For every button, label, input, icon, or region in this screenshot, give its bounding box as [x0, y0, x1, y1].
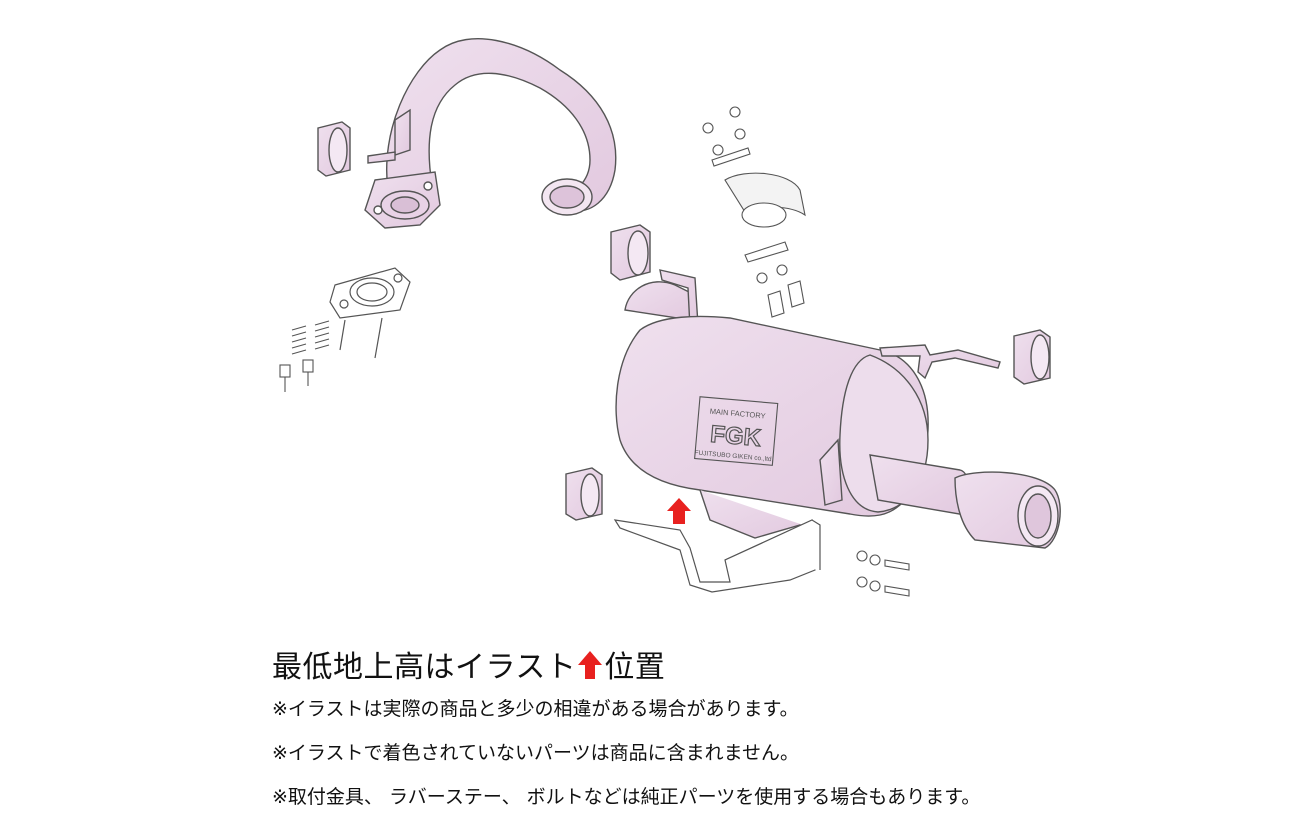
note-line-3: ※取付金具、 ラバーステー、 ボルトなどは純正パーツを使用する場合もあります。: [272, 786, 981, 808]
clamp-hardware: [702, 106, 806, 318]
rubber-hanger-1: [317, 121, 351, 177]
heading-prefix: 最低地上高はイラスト: [272, 650, 577, 685]
notes-section: 最低地上高はイラスト位置 ※イラストは実際の商品と多少の相違がある場合があります…: [272, 646, 1172, 816]
heading-suffix: 位置: [604, 650, 666, 685]
gasket: [329, 267, 411, 359]
note-line-1: ※イラストは実際の商品と多少の相違がある場合があります。: [272, 698, 799, 720]
logo-mark: FGK: [709, 421, 762, 452]
spring-bolts: [279, 320, 330, 392]
front-pipe: [364, 38, 617, 229]
rubber-hanger-2: [610, 224, 651, 281]
note-line-2: ※イラストで着色されていないパーツは商品に含まれません。: [272, 742, 800, 764]
hanger-bracket: [613, 519, 821, 593]
rear-muffler: [615, 269, 1061, 549]
rubber-hanger-4: [565, 467, 603, 521]
rubber-hanger-3: [1013, 329, 1051, 385]
exhaust-diagram: MAIN FACTORY FGK FUJITSUBO GIKEN co.,ltd…: [279, 38, 1061, 597]
washer-bolts: [856, 550, 910, 597]
clearance-marker-arrow: [667, 498, 691, 524]
clearance-heading: 最低地上高はイラスト位置: [272, 646, 1172, 690]
up-arrow-icon: [578, 651, 603, 679]
